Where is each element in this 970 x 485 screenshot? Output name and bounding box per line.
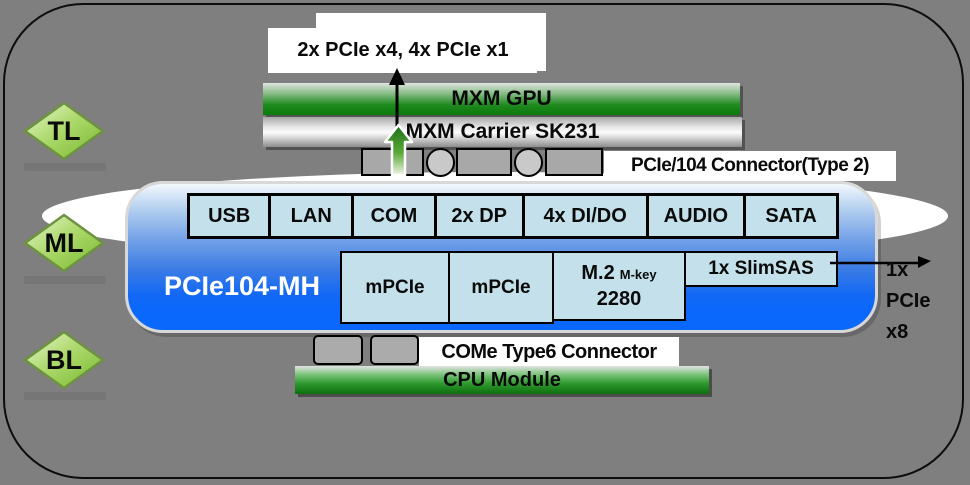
come-connector-label: COMe Type6 Connector (419, 337, 679, 367)
pcie104-connector-pin (426, 148, 455, 177)
diamond-shape-icon (22, 101, 106, 161)
port-box-usb: USB (190, 196, 272, 236)
port-box-dido: 4x DI/DO (524, 196, 649, 236)
mxm-gpu-label: MXM GPU (451, 87, 552, 110)
socket-m2-label: M.2 (581, 262, 615, 284)
socket-m2: M.2 M-key 2280 (552, 251, 686, 321)
level-badge-label: ML (44, 227, 84, 258)
green-up-arrow-icon (383, 123, 414, 177)
port-box-com: COM (354, 196, 437, 236)
level-badge-label: TL (47, 115, 81, 146)
pcie104-mh-board: PCIe104-MH USB LAN COM 2x DP 4x DI/DO AU… (125, 181, 878, 333)
pcie104-connector-block (456, 148, 512, 176)
level-badge-tl: TL (22, 101, 106, 161)
diamond-reflection-strip (24, 163, 106, 171)
level-badge-label: BL (46, 344, 82, 375)
socket-mpcie-2: mPCIe (448, 251, 554, 324)
come-connector-block (313, 335, 363, 365)
socket-mpcie-1: mPCIe (340, 251, 450, 324)
diamond-shape-icon (22, 213, 106, 273)
pcie-x8-out-line1: 1x (886, 259, 909, 281)
cpu-module-bar: CPU Module (295, 366, 709, 394)
pcie104-connector-label: PCIe/104 Connector(Type 2) (604, 151, 896, 181)
level-badge-ml: ML (22, 213, 106, 273)
diamond-reflection-strip (24, 392, 106, 400)
cpu-module-label: CPU Module (443, 368, 561, 391)
board-io-ports-row: USB LAN COM 2x DP 4x DI/DO AUDIO SATA (187, 193, 839, 239)
port-box-sata: SATA (746, 196, 836, 236)
pcie-lanes-label: 2x PCIe x4, 4x PCIe x1 (297, 39, 509, 61)
port-box-lan: LAN (271, 196, 355, 236)
port-box-dp: 2x DP (436, 196, 525, 236)
pcie-lanes-label-background (268, 28, 537, 73)
mxm-carrier-bar: MXM Carrier SK231 (263, 117, 742, 147)
diamond-reflection-strip (24, 276, 106, 284)
socket-m2-line1: M.2 M-key (581, 261, 656, 287)
socket-slimsas: 1x SlimSAS (684, 251, 838, 287)
pcie-x8-out-line2: PCIe (886, 290, 931, 312)
board-title: PCIe104-MH (163, 270, 321, 301)
come-connector-block (370, 335, 419, 365)
diamond-shape-icon (22, 330, 106, 390)
pcie-x8-out-line3: x8 (886, 321, 909, 343)
port-box-audio: AUDIO (648, 196, 747, 236)
rounded-border-frame (3, 3, 964, 479)
socket-m2-size-label: 2280 (596, 288, 642, 310)
mxm-carrier-label: MXM Carrier SK231 (405, 120, 600, 143)
pcie104-connector-pin (514, 148, 543, 177)
mxm-gpu-bar: MXM GPU (263, 83, 740, 115)
level-badge-bl: BL (22, 330, 106, 390)
socket-m2-key-label: M-key (619, 267, 657, 282)
pcie104-connector-block (545, 148, 603, 176)
right-arrow-icon (830, 256, 931, 268)
